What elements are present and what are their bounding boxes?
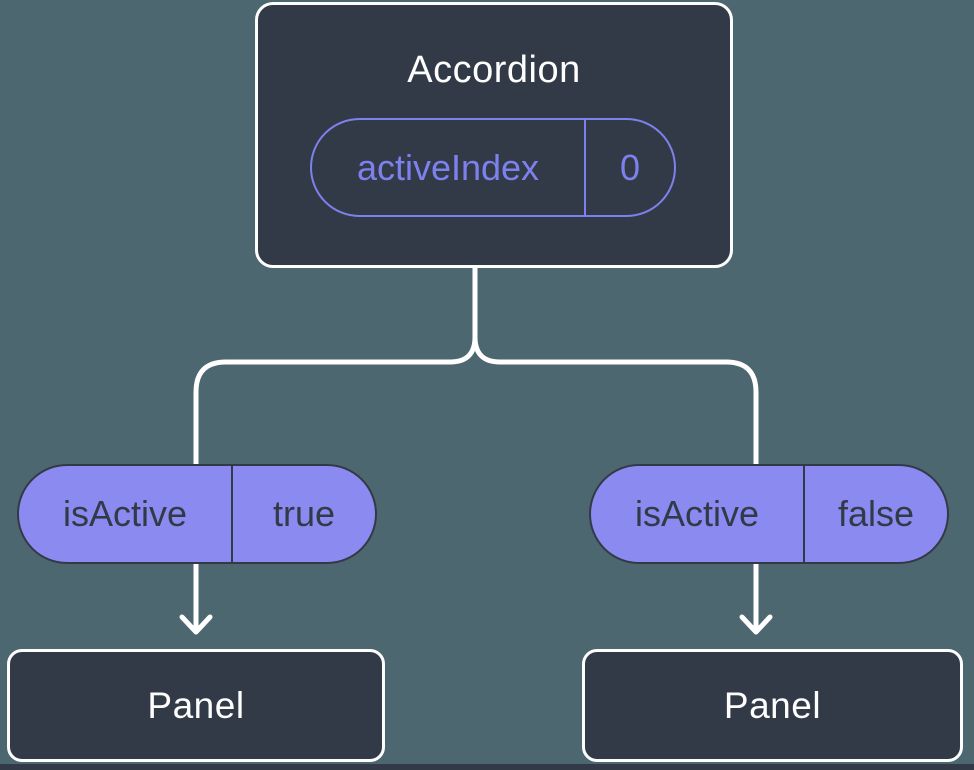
prop-pill-activeindex: activeIndex 0 [310,118,676,217]
branch-connector-left [193,266,478,468]
accordion-node-title: Accordion [407,49,581,91]
arrow-left [179,559,213,635]
accordion-node: Accordion activeIndex 0 [255,2,733,268]
prop-value: 0 [619,146,641,188]
state-value: true [272,493,336,534]
bottom-section-edge [0,764,974,770]
state-pill-left: isActive true [17,464,377,564]
branch-connector-right [472,336,759,468]
state-name: isActive [634,493,760,534]
state-pill-divider [803,466,805,562]
prop-name: activeIndex [356,146,540,188]
panel-node-left: Panel [7,649,385,762]
state-value: false [837,493,915,534]
prop-pill-divider [584,120,586,215]
panel-node-right: Panel [582,649,963,762]
arrow-right [739,559,773,635]
state-pill-right: isActive false [589,464,949,564]
state-name: isActive [62,493,188,534]
state-pill-divider [231,466,233,562]
